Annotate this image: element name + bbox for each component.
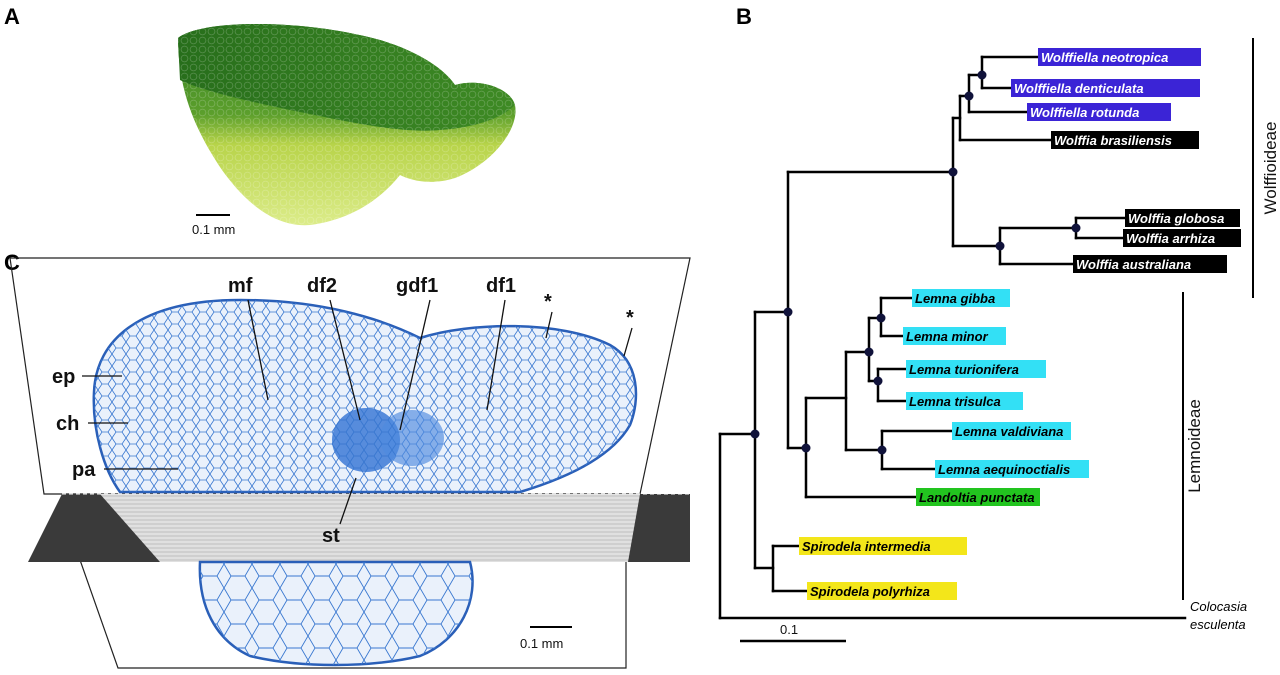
df2-cells	[332, 408, 400, 472]
taxon-highlight	[1038, 48, 1201, 66]
taxon-highlight	[916, 488, 1040, 506]
panel-c-scale-text: 0.1 mm	[520, 636, 563, 651]
clade-label-wolffioideae: Wolffioideae	[1261, 122, 1280, 215]
taxon-label: Lemna aequinoctialis	[935, 460, 1089, 478]
taxon-highlight	[807, 582, 957, 600]
tree-node	[864, 347, 874, 357]
taxon-highlight	[935, 460, 1089, 478]
tree-node	[750, 429, 760, 439]
taxon-label: Lemna minor	[903, 327, 1006, 345]
annotation-leaders	[82, 299, 633, 525]
tree-node	[801, 443, 811, 453]
panel-a: A 0.1 mm	[4, 4, 516, 237]
cutting-plane-stripes	[100, 494, 640, 562]
taxon-name: Spirodela intermedia	[802, 539, 931, 554]
taxon-name: Wolffiella denticulata	[1014, 81, 1144, 96]
taxon-label: Wolffia globosa	[1125, 209, 1240, 227]
taxon-highlight	[1051, 131, 1199, 149]
tree-node	[995, 241, 1005, 251]
clade-label-lemnoideae: Lemnoideae	[1185, 399, 1204, 493]
taxon-label: Lemna trisulca	[906, 392, 1023, 410]
label-df1: df1	[486, 275, 516, 297]
frond-cell-texture	[178, 24, 516, 226]
taxon-name: Landoltia punctata	[919, 490, 1035, 505]
label-st: st	[322, 525, 340, 547]
taxon-highlight	[1123, 229, 1241, 247]
taxon-highlight	[906, 392, 1023, 410]
label-star-2: *	[626, 307, 634, 329]
taxon-name: Wolffia brasiliensis	[1054, 133, 1172, 148]
cross-section-upper	[92, 298, 638, 494]
label-ch: ch	[56, 413, 79, 435]
taxon-highlight	[1011, 79, 1200, 97]
label-gdf1: gdf1	[396, 275, 438, 297]
label-mf: mf	[228, 275, 253, 297]
taxon-name: Lemna turionifera	[909, 362, 1019, 377]
tree-node	[1071, 223, 1081, 233]
tree-node	[948, 167, 958, 177]
taxon-label: Wolffiella denticulata	[1011, 79, 1200, 97]
tree-scale-text: 0.1	[780, 622, 798, 637]
tree-node	[873, 376, 883, 386]
label-df2: df2	[307, 275, 337, 297]
taxon-name: Wolffia arrhiza	[1126, 231, 1215, 246]
taxon-label: Spirodela intermedia	[799, 537, 967, 555]
taxon-name: Wolffia australiana	[1076, 257, 1191, 272]
tree-node	[964, 91, 974, 101]
taxon-name: Spirodela polyrhiza	[810, 584, 930, 599]
taxon-highlight	[906, 360, 1046, 378]
tree-node	[783, 307, 793, 317]
panel-a-letter: A	[4, 4, 20, 29]
taxon-label: Spirodela polyrhiza	[807, 582, 957, 600]
taxon-name: Wolffiella rotunda	[1030, 105, 1139, 120]
panel-a-scale-text: 0.1 mm	[192, 222, 235, 237]
label-star-1: *	[544, 291, 552, 313]
panel-c: C	[4, 250, 691, 669]
taxon-name: Wolffiella neotropica	[1041, 50, 1168, 65]
taxon-name: Lemna trisulca	[909, 394, 1001, 409]
label-ep: ep	[52, 366, 75, 388]
panel-b-letter: B	[736, 4, 752, 29]
label-pa: pa	[72, 459, 96, 481]
taxon-name: Lemna gibba	[915, 291, 995, 306]
taxon-label: Wolffia brasiliensis	[1051, 131, 1199, 149]
tree-nodes	[750, 70, 1081, 455]
taxon-highlight	[952, 422, 1071, 440]
tree-node	[977, 70, 987, 80]
taxon-highlight	[1027, 103, 1171, 121]
taxon-label: Lemna gibba	[912, 289, 1010, 307]
taxon-label: Landoltia punctata	[916, 488, 1040, 506]
taxon-highlight	[799, 537, 967, 555]
taxon-label: Wolffiella neotropica	[1038, 48, 1201, 66]
taxon-label: Wolffia australiana	[1073, 255, 1227, 273]
taxon-highlight	[903, 327, 1006, 345]
lower-section-cells	[199, 562, 473, 665]
taxon-name: Lemna aequinoctialis	[938, 462, 1070, 477]
outgroup-line1: Colocasia	[1190, 599, 1247, 614]
taxon-name: Lemna valdiviana	[955, 424, 1063, 439]
outgroup-line2: esculenta	[1190, 617, 1246, 632]
tree-node	[877, 445, 887, 455]
taxon-label: Wolffiella rotunda	[1027, 103, 1171, 121]
panel-c-letter: C	[4, 250, 20, 275]
tree-node	[876, 313, 886, 323]
taxon-label: Wolffia arrhiza	[1123, 229, 1241, 247]
taxon-highlight	[1073, 255, 1227, 273]
section-cells	[93, 300, 636, 492]
taxon-name: Wolffia globosa	[1128, 211, 1224, 226]
taxon-highlight	[912, 289, 1010, 307]
taxon-name: Lemna minor	[906, 329, 989, 344]
taxon-highlight	[1125, 209, 1240, 227]
frond-photo	[178, 24, 516, 226]
cross-section-lower	[198, 560, 474, 667]
taxon-label: Lemna valdiviana	[952, 422, 1071, 440]
taxon-label: Lemna turionifera	[906, 360, 1046, 378]
